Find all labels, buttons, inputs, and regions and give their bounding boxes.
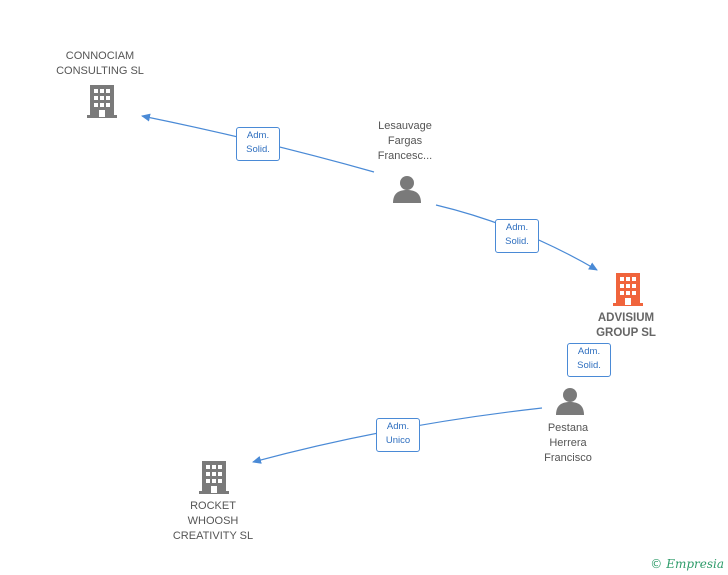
brand-watermark: ©Empresia	[650, 557, 724, 571]
node-label-connociam[interactable]: CONNOCIAM CONSULTING SL	[56, 50, 144, 77]
edge-label-role[interactable]: Adm. Solid.	[567, 343, 611, 377]
building-icon-highlighted[interactable]	[613, 273, 643, 306]
node-label-rocket[interactable]: ROCKET WHOOSH CREATIVITY SL	[172, 500, 254, 542]
person-icon[interactable]	[556, 388, 584, 415]
edge-label-role[interactable]: Adm. Solid.	[495, 219, 539, 253]
node-label-pestana[interactable]: Pestana Herrera Francisco	[544, 422, 592, 464]
building-icon[interactable]	[199, 461, 229, 494]
edge-label-role[interactable]: Adm. Solid.	[236, 127, 280, 161]
node-label-advisium[interactable]: ADVISIUM GROUP SL	[596, 312, 656, 339]
node-label-lesauvage[interactable]: Lesauvage Fargas Francesc...	[377, 120, 433, 162]
copyright-icon: ©	[650, 557, 663, 571]
person-icon[interactable]	[393, 176, 421, 203]
brand-name: Empresia	[666, 557, 724, 571]
building-icon[interactable]	[87, 85, 117, 118]
edge-label-role[interactable]: Adm. Unico	[376, 418, 420, 452]
